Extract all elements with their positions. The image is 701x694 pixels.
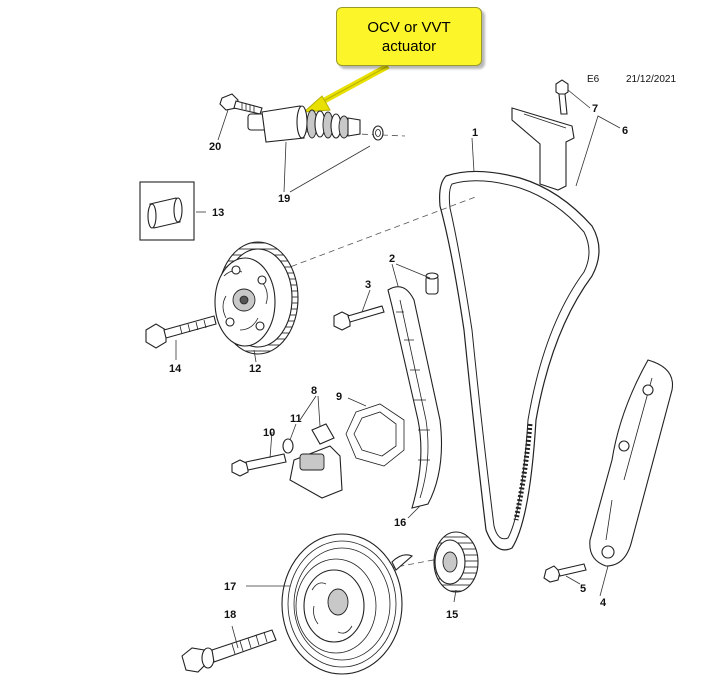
label-part-9: 9 [336,391,342,403]
part-10-bolt [231,453,287,477]
label-part-15: 15 [446,609,458,621]
callout-arrow [302,63,390,113]
key-woodruff [391,554,414,571]
part-17-crank-pulley [281,533,403,675]
part-9-gasket [345,403,405,467]
part-1-timing-chain [439,170,600,551]
part-20-bolt [219,93,263,115]
callout-line-2: actuator [381,37,437,55]
label-part-1: 1 [472,127,478,139]
label-part-12: 12 [249,363,261,375]
label-part-10: 10 [263,427,275,439]
leader-lines [175,89,621,649]
part-11-washer [282,438,294,454]
label-part-7: 7 [592,103,598,115]
part-13-bushing-inset [139,181,195,241]
part-5-tensioner-bolt [543,563,587,583]
label-part-11: 11 [290,413,302,425]
part-19-ocv-solenoid [247,105,384,143]
part-8-chain-tensioner [289,423,343,499]
label-part-18: 18 [224,609,236,621]
label-part-4: 4 [600,597,607,609]
label-part-17: 17 [224,581,236,593]
label-part-5: 5 [580,583,586,595]
label-part-20: 20 [209,141,221,153]
part-12-cam-phaser [214,241,299,355]
label-part-16: 16 [394,517,406,529]
part-7-bolt [555,79,569,115]
part-15-crank-sprocket [433,531,479,593]
part-2-pin [425,272,439,295]
callout-line-1: OCV or VVT [367,18,451,36]
part-4-tensioner-arm [589,359,674,567]
diagram-date: 21/12/2021 [626,74,676,85]
camshaft-axis-line [281,195,479,271]
label-part-13: 13 [212,207,224,219]
label-part-8: 8 [311,385,317,397]
part-16-guide-rail [387,286,442,509]
label-part-14: 14 [169,363,182,375]
ocv-callout-box: OCV or VVT actuator [336,7,482,66]
label-part-6: 6 [622,125,628,137]
part-14-phaser-bolt [145,315,217,349]
label-part-3: 3 [365,279,371,291]
part-3-guide-bolt [333,305,385,331]
part-18-crank-bolt [181,629,277,673]
label-part-19: 19 [278,193,290,205]
diagram-code: E6 [587,74,600,85]
part-6-chain-guide-bracket [511,107,575,191]
label-part-2: 2 [389,253,395,265]
